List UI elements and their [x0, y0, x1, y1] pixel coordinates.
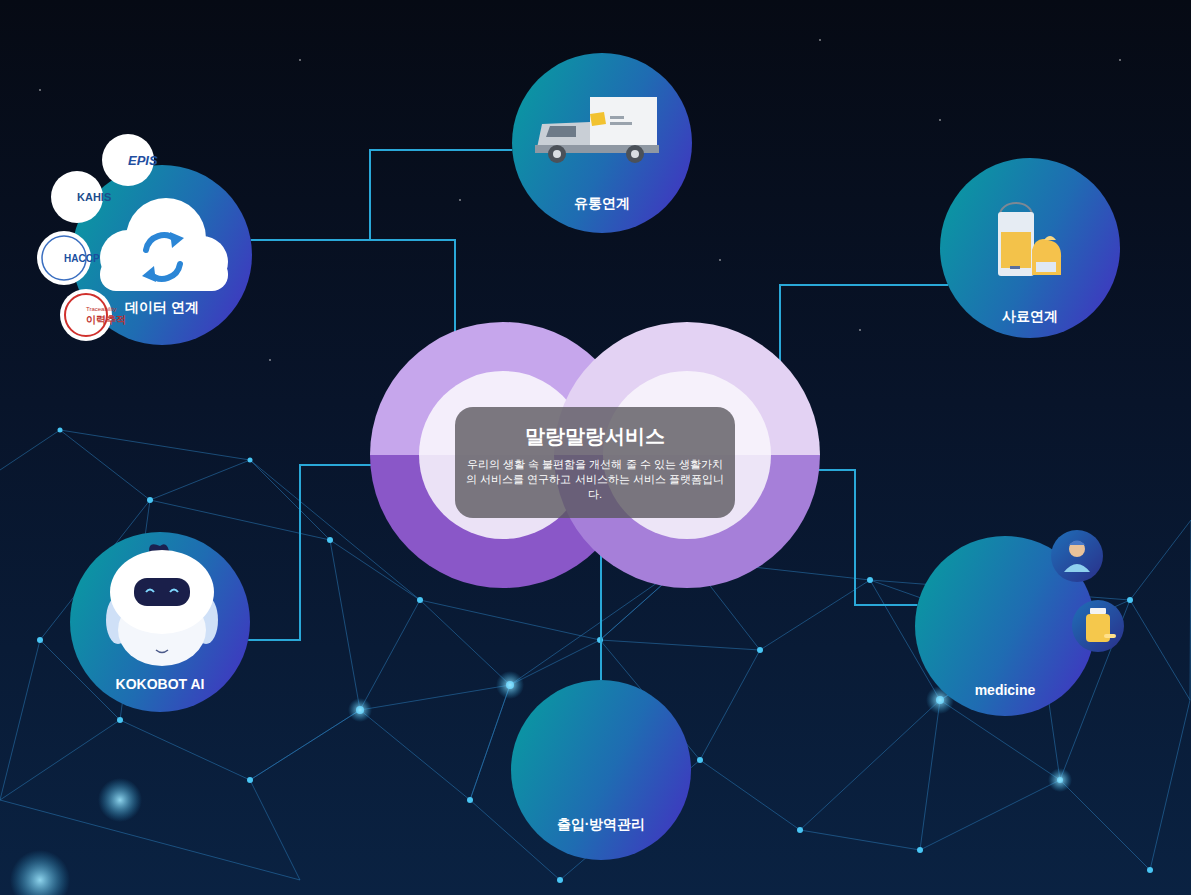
- circle-fill: [940, 158, 1120, 338]
- robot-icon: [106, 544, 218, 666]
- feed-icon: [998, 203, 1061, 276]
- platform-title: 말랑말랑서비스: [465, 423, 725, 449]
- platform-box: 말랑말랑서비스우리의 생활 속 불편함을 개선해 줄 수 있는 생활가치의 서비…: [455, 407, 735, 518]
- node-label: 사료연계: [940, 307, 1120, 325]
- truck-icon: [535, 97, 659, 163]
- circle-fill: [512, 53, 692, 233]
- circle-fill: [511, 680, 691, 860]
- node-label: KOKOBOT AI: [70, 675, 250, 693]
- cloud-sync-icon: [100, 198, 228, 291]
- circle-fill: [70, 532, 250, 712]
- node-label: 유통연계: [512, 194, 692, 212]
- platform-description: 우리의 생활 속 불편함을 개선해 줄 수 있는 생활가치의 서비스를 연구하고…: [465, 457, 725, 502]
- node-label: 데이터 연계: [72, 298, 252, 316]
- circle-outline: [511, 680, 691, 860]
- quarantine-circle: 출입·방역관리: [511, 680, 691, 860]
- node-label: medicine: [915, 681, 1095, 699]
- node-label: 출입·방역관리: [511, 815, 691, 833]
